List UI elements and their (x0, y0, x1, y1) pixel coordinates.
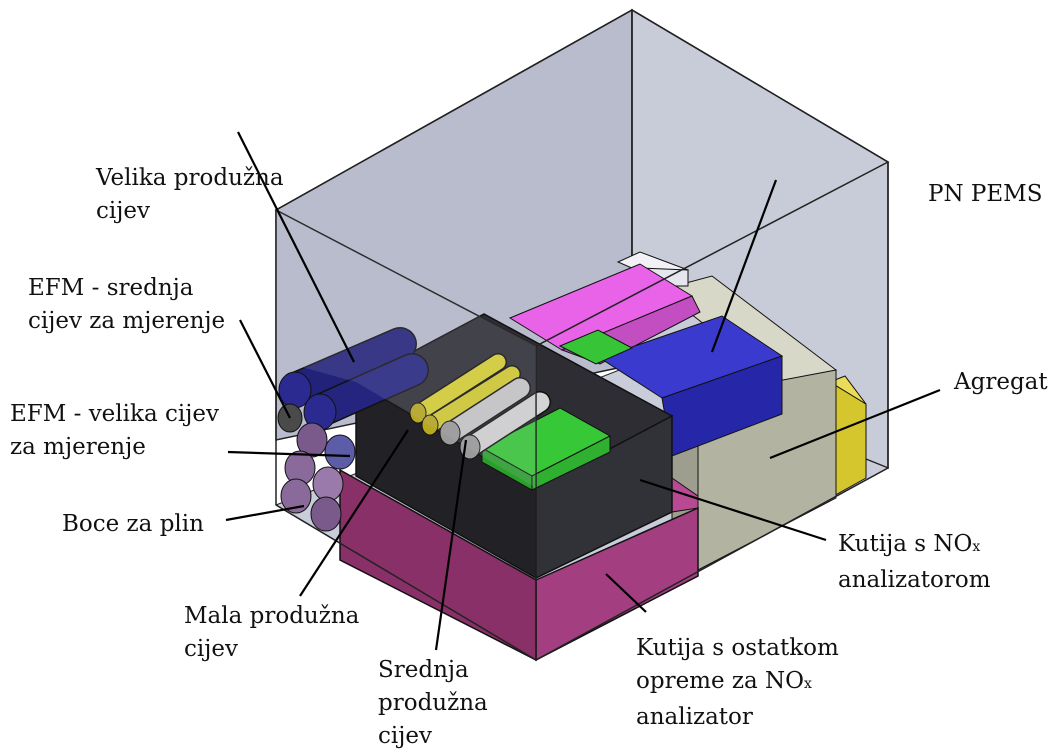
grey-cylinders (439, 377, 551, 460)
label-mala-produzna-cijev: Mala produžna cijev (184, 603, 360, 662)
gas-bottles (280, 422, 356, 532)
label-agregat: Agregat (954, 369, 1048, 395)
label-efm-srednja-cijev: EFM - srednja cijev za mjerenje (28, 275, 226, 334)
label-velika-produzna-cijev: Velika produžna cijev (96, 165, 284, 224)
label-boce-za-plin: Boce za plin (62, 511, 204, 537)
label-efm-velika-cijev: EFM - velika cijev za mjerenje (10, 401, 219, 460)
green-box-back (558, 329, 634, 365)
label-srednja-produzna-cijev: Srednja produžna cijev (378, 657, 488, 749)
leader-lines (225, 131, 941, 651)
label-kutija-ostatak-opreme: Kutija s ostatkom opreme za NOx analizat… (636, 635, 839, 730)
label-pn-pems: PN PEMS (928, 181, 1043, 207)
yellow-cylinders (409, 353, 521, 436)
label-kutija-nox-analizator: Kutija s NOx analizatorom (838, 531, 991, 593)
